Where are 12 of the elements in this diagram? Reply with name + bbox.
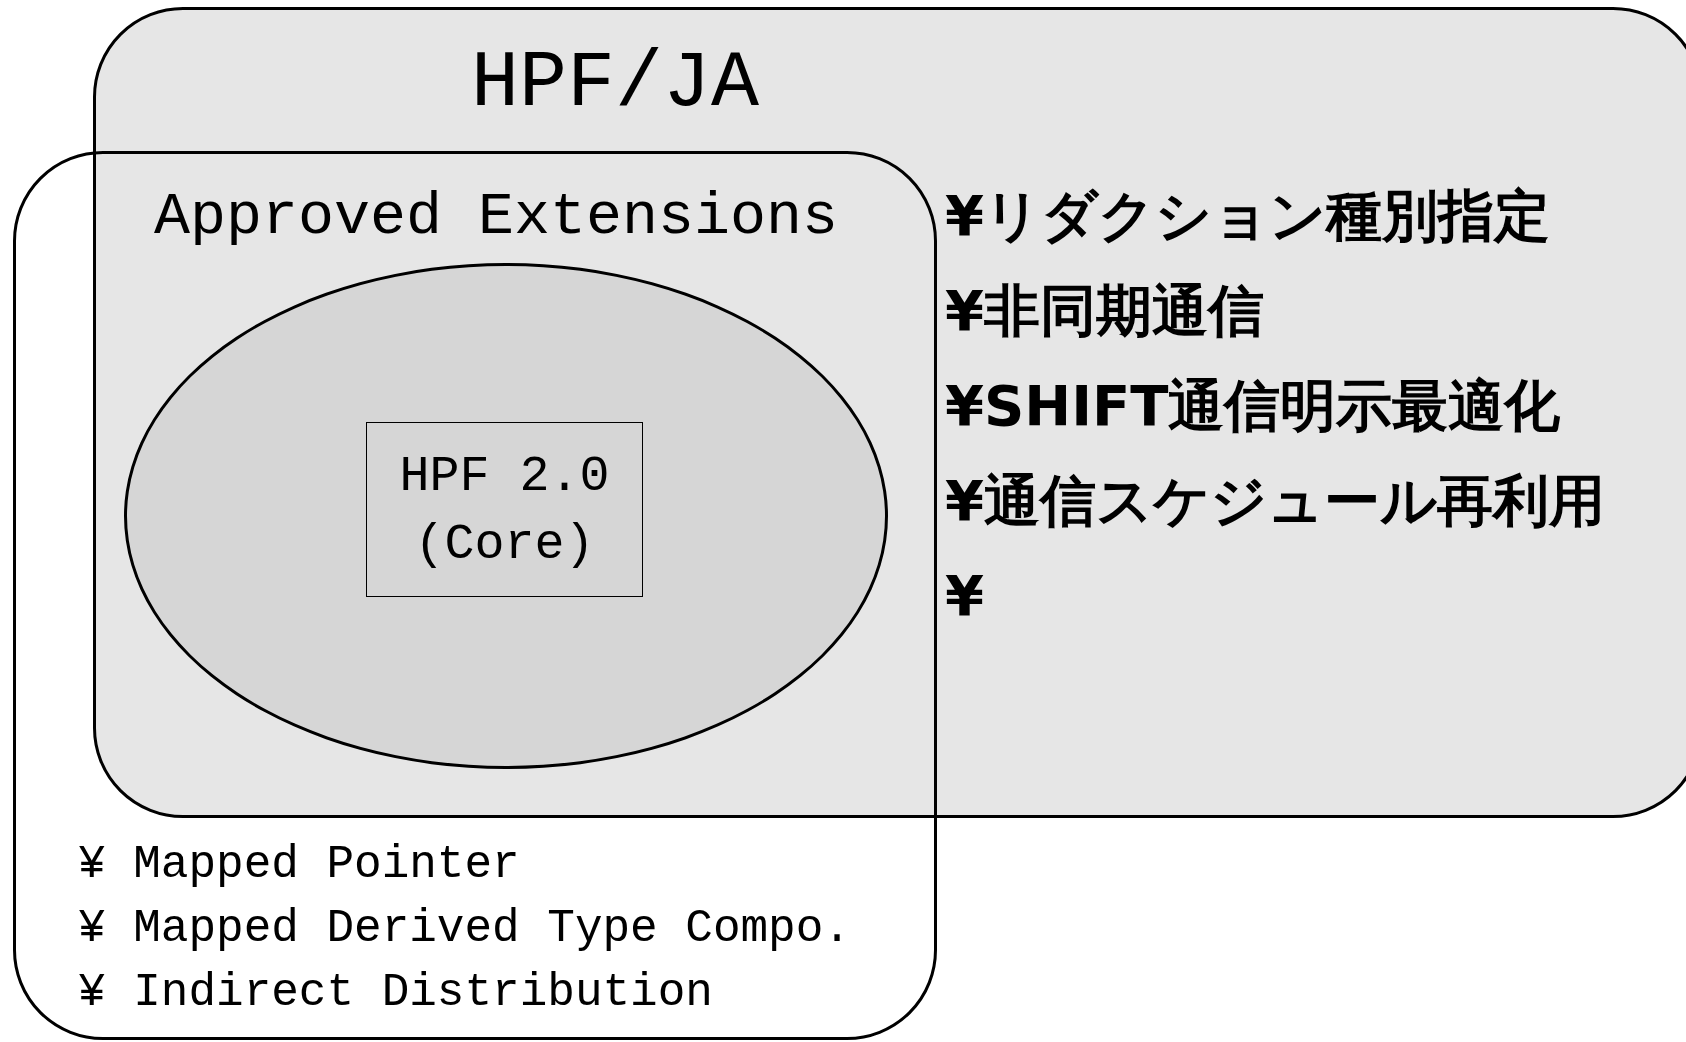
list-item: ¥リダクション種別指定 (945, 185, 1550, 247)
rounded-box (13, 151, 937, 1040)
heading: HPF/JA (471, 40, 760, 128)
list-item: ¥非同期通信 (945, 280, 1264, 342)
list-item: ¥ Indirect Distribution (78, 968, 713, 1019)
list-item: ¥通信スケジュール再利用 (945, 470, 1605, 532)
core-box: HPF 2.0 (Core) (366, 422, 643, 597)
list-item: ¥ Mapped Derived Type Compo. (78, 904, 851, 955)
list-item: ¥ (945, 565, 984, 627)
list-item: ¥SHIFT通信明示最適化 (945, 375, 1561, 437)
list-item: ¥ Mapped Pointer (78, 840, 520, 891)
heading: Approved Extensions (154, 184, 839, 250)
